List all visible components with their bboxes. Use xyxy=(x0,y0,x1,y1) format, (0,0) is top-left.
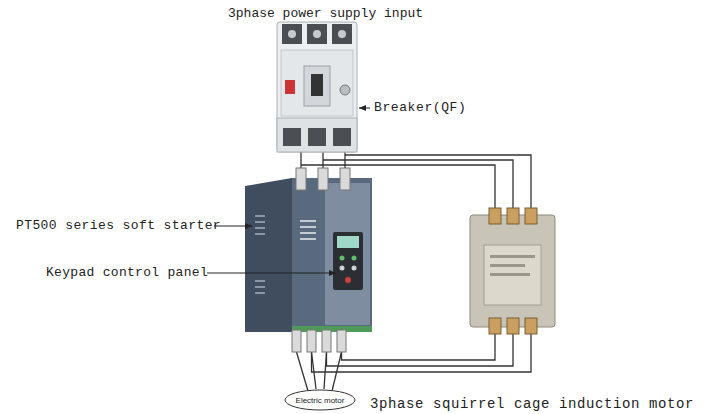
soft-starter xyxy=(300,220,316,222)
leader-line xyxy=(207,273,336,274)
soft-starter xyxy=(255,292,265,294)
circuit-breaker xyxy=(281,50,353,116)
wire xyxy=(324,352,327,389)
bypass-contactor xyxy=(484,245,541,305)
circuit-breaker xyxy=(277,118,357,152)
bypass-contactor xyxy=(507,208,519,224)
soft-starter xyxy=(325,183,370,325)
soft-starter xyxy=(340,168,350,190)
soft-starter xyxy=(333,232,363,290)
bypass-contactor xyxy=(470,208,555,334)
soft-starter xyxy=(318,168,328,190)
soft-starter xyxy=(345,277,351,283)
soft-starter xyxy=(300,238,316,240)
circuit-breaker xyxy=(282,24,302,44)
soft-starter xyxy=(255,286,265,288)
soft-starter xyxy=(255,280,265,282)
circuit-breaker xyxy=(277,22,357,152)
bypass-contactor xyxy=(490,264,525,267)
soft-starter xyxy=(300,226,316,228)
soft-starter xyxy=(255,221,265,223)
soft-starter xyxy=(307,330,316,352)
soft-starter xyxy=(255,215,265,217)
motor-outline xyxy=(285,390,355,410)
circuit-breaker xyxy=(311,74,323,96)
wire xyxy=(297,352,309,391)
circuit-breaker xyxy=(313,30,321,38)
soft-starter xyxy=(352,266,357,271)
circuit-breaker xyxy=(308,128,326,146)
leader-line xyxy=(359,108,370,109)
bypass-contactor xyxy=(470,215,555,327)
soft-starter xyxy=(245,168,372,352)
part-name: PT500 series soft starter xyxy=(16,218,221,234)
circuit-breaker xyxy=(333,128,351,146)
wire xyxy=(342,334,496,360)
wire xyxy=(332,352,342,391)
circuit-breaker xyxy=(285,80,295,94)
soft-starter xyxy=(292,178,372,332)
bypass-contactor xyxy=(489,318,501,334)
wire xyxy=(327,334,514,366)
circuit-breaker xyxy=(340,85,350,95)
bypass-contactor xyxy=(525,208,537,224)
circuit-breaker xyxy=(332,24,352,44)
leader-line xyxy=(207,108,370,273)
soft-starter xyxy=(352,256,357,261)
soft-starter xyxy=(255,233,265,235)
power-input-label: 3phase power supply input xyxy=(228,6,423,22)
wire xyxy=(345,155,531,208)
wire xyxy=(312,352,317,389)
circuit-breaker xyxy=(277,22,357,152)
soft-starter xyxy=(245,178,292,332)
soft-starter xyxy=(296,168,306,190)
soft-starter xyxy=(255,227,265,229)
bypass-contactor xyxy=(490,273,530,276)
bypass-contactor xyxy=(525,318,537,334)
circuit-breaker xyxy=(338,30,346,38)
soft-starter xyxy=(340,266,345,271)
bypass-contactor xyxy=(489,208,501,224)
soft-starter xyxy=(340,256,345,261)
circuit-breaker xyxy=(283,128,301,146)
soft-starter xyxy=(337,330,346,352)
bypass-contactor xyxy=(507,318,519,334)
bypass-contactor xyxy=(490,255,535,258)
part-name: 3phase squirrel cage induction motor xyxy=(370,396,694,412)
soft-starter xyxy=(292,326,372,332)
circuit-breaker xyxy=(304,66,330,106)
soft-starter xyxy=(300,232,316,234)
circuit-breaker xyxy=(307,24,327,44)
soft-starter xyxy=(292,330,301,352)
circuit-breaker xyxy=(288,30,296,38)
motor-ellipse: Electric motor xyxy=(284,389,356,411)
node-text: Electric motor xyxy=(284,396,356,405)
part-name: Breaker(QF) xyxy=(374,100,466,116)
soft-starter xyxy=(322,330,331,352)
soft-starter xyxy=(337,236,359,248)
part-name: Keypad control panel xyxy=(46,265,208,281)
